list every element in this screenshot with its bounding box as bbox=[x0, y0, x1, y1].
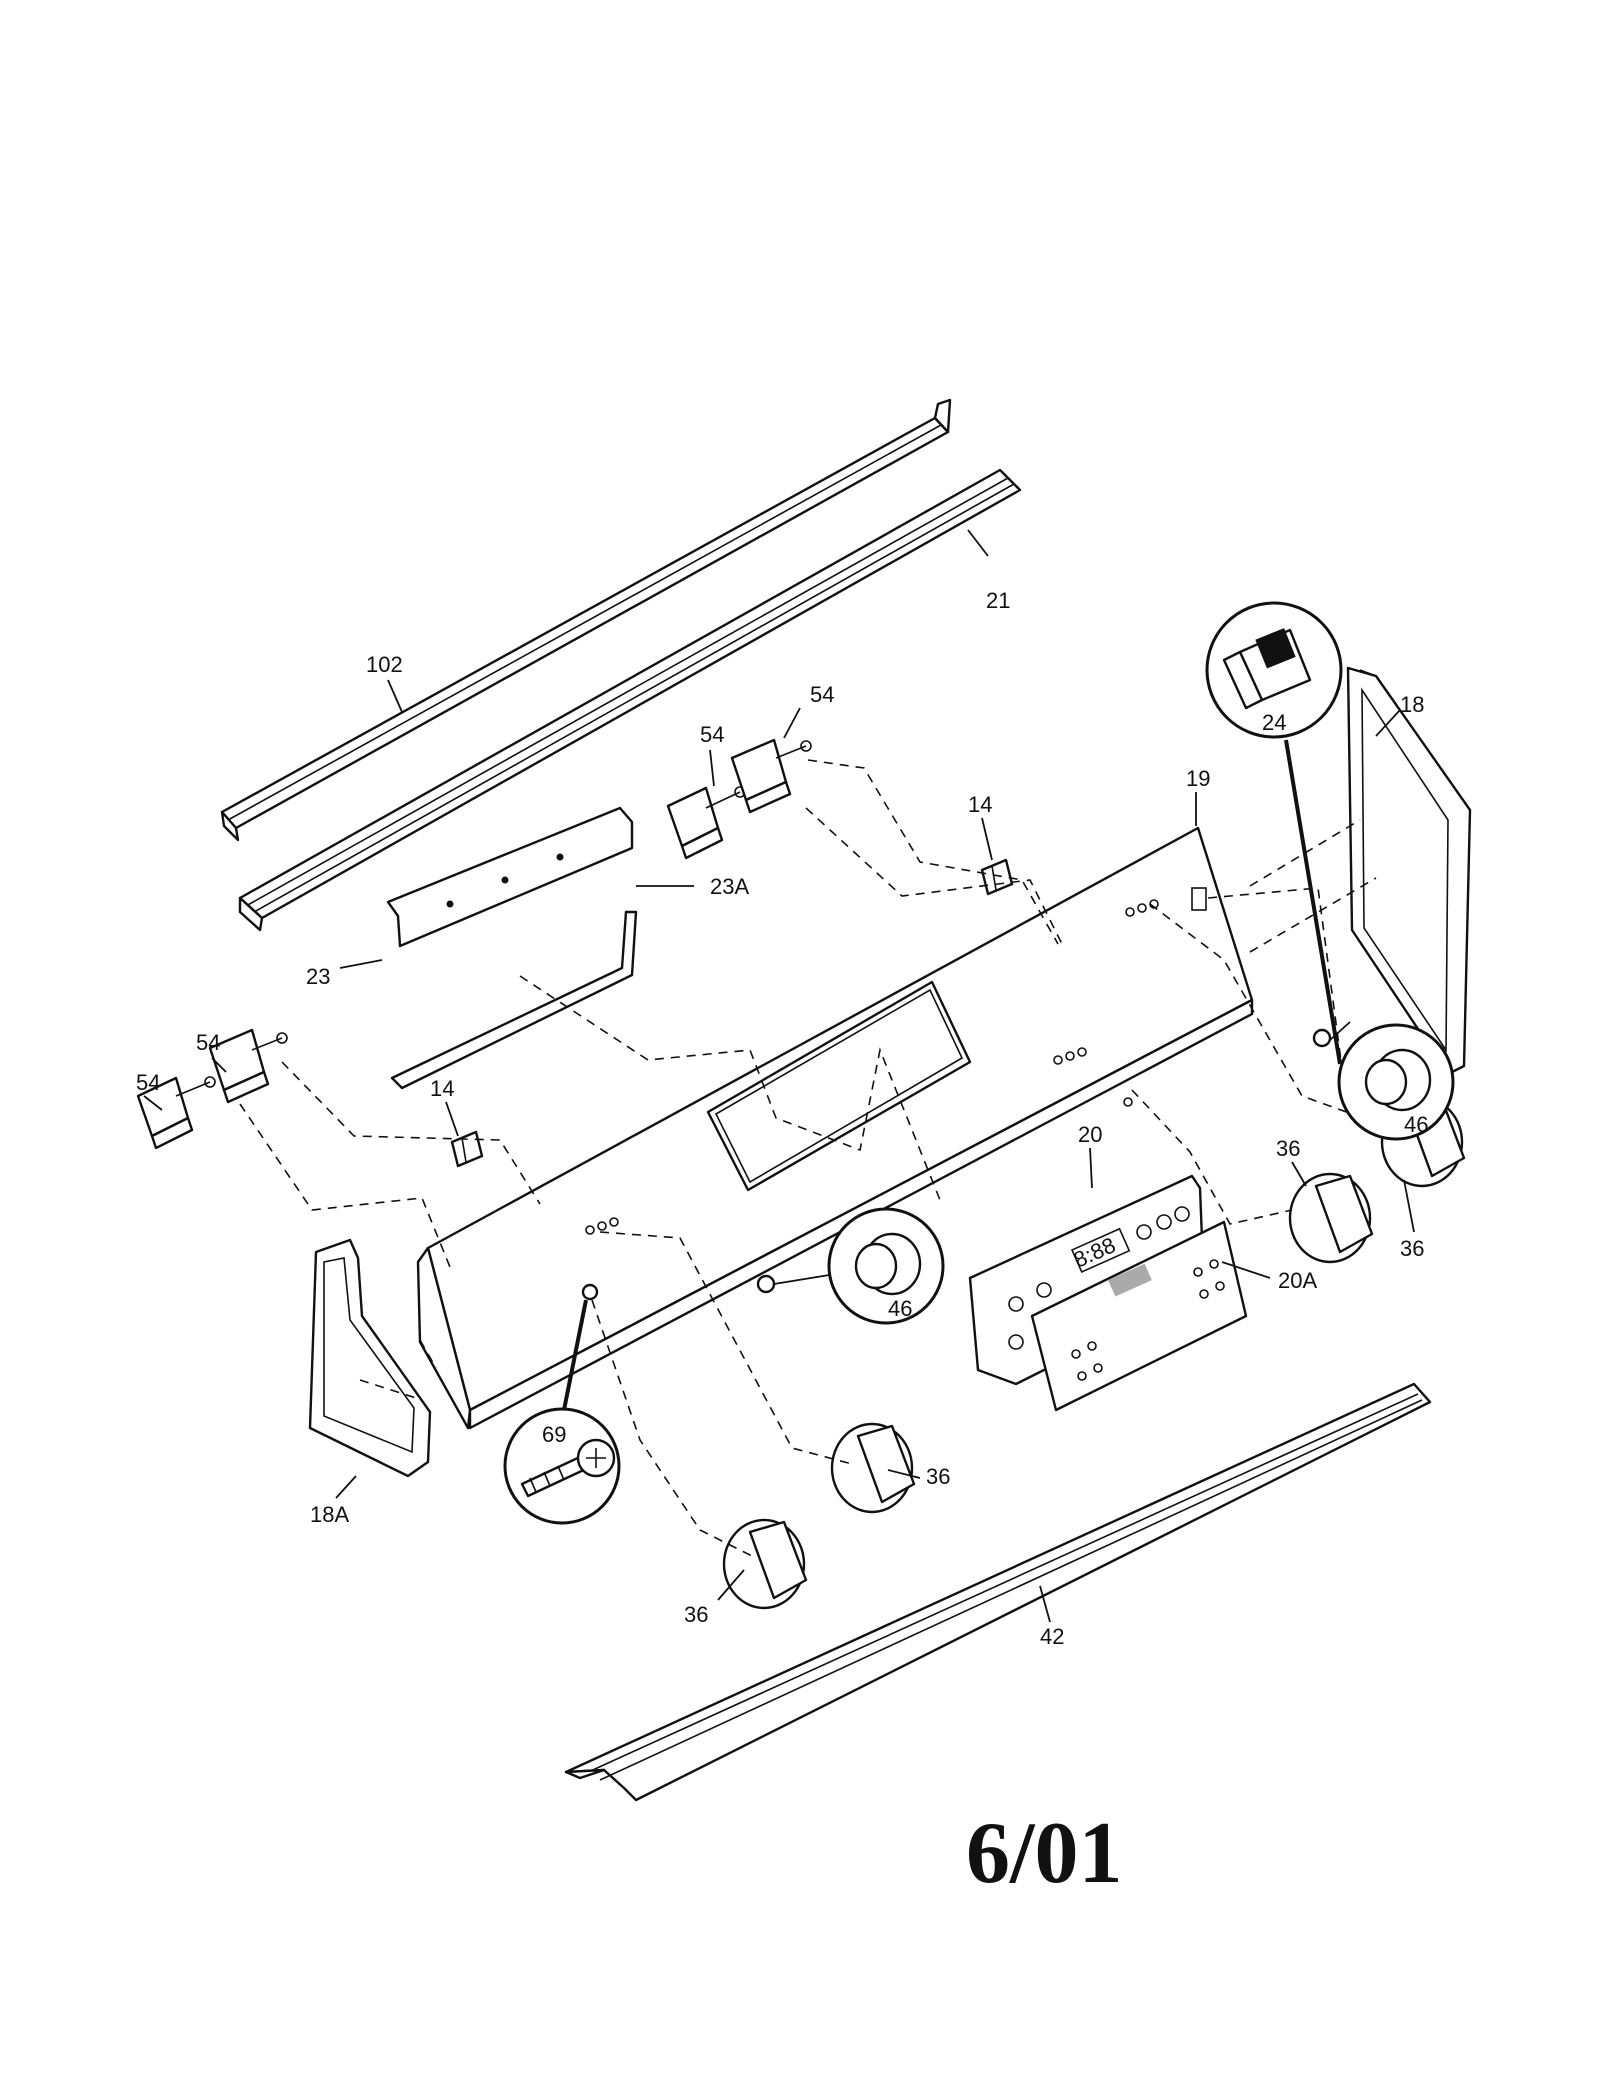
part-20A-overlay bbox=[1030, 1220, 1248, 1412]
part-42-trim bbox=[564, 1382, 1432, 1802]
part-18-end-cap-right bbox=[1346, 666, 1472, 1076]
part-14-clip-upper bbox=[980, 858, 1014, 896]
label-36-b: 36 bbox=[1400, 1236, 1424, 1261]
label-24: 24 bbox=[1262, 710, 1286, 735]
part-21-channel bbox=[238, 468, 1022, 932]
assembly-lines bbox=[239, 759, 1403, 1557]
part-102-rail bbox=[220, 398, 952, 842]
label-54-c: 54 bbox=[196, 1030, 220, 1055]
label-36-d: 36 bbox=[684, 1602, 708, 1627]
part-36-knob-bottom bbox=[722, 1518, 808, 1610]
label-18A: 18A bbox=[310, 1502, 349, 1527]
part-46-button-stem-right bbox=[1312, 1028, 1332, 1048]
part-54-switch-lower-right bbox=[208, 1028, 288, 1104]
callout-46-right bbox=[1337, 1023, 1455, 1141]
label-36-c: 36 bbox=[926, 1464, 950, 1489]
label-54-d: 54 bbox=[136, 1070, 160, 1095]
part-54-switch-upper-left bbox=[666, 786, 746, 860]
label-69: 69 bbox=[542, 1422, 566, 1447]
part-23-bracket bbox=[386, 806, 634, 948]
label-102: 102 bbox=[366, 652, 403, 677]
part-69-screw-small bbox=[581, 1283, 599, 1301]
part-46-button-stem-left bbox=[756, 1274, 776, 1294]
label-54-a: 54 bbox=[700, 722, 724, 747]
label-21: 21 bbox=[986, 588, 1010, 613]
label-54-b: 54 bbox=[810, 682, 834, 707]
part-36-knob-center bbox=[830, 1422, 916, 1514]
part-36-knob-right-lower bbox=[1288, 1172, 1374, 1264]
label-19: 19 bbox=[1186, 766, 1210, 791]
label-18: 18 bbox=[1400, 692, 1424, 717]
label-36-a: 36 bbox=[1276, 1136, 1300, 1161]
label-14-lower: 14 bbox=[430, 1076, 454, 1101]
label-46-left: 46 bbox=[888, 1296, 912, 1321]
callout-69 bbox=[503, 1407, 621, 1525]
label-23: 23 bbox=[306, 964, 330, 989]
part-54-switch-upper-right bbox=[730, 738, 812, 814]
date-code: 6/01 bbox=[966, 1805, 1122, 1902]
callout-46-left bbox=[827, 1207, 945, 1325]
part-20-control-board: 8:88 bbox=[968, 1174, 1206, 1386]
part-18A-end-cap-left bbox=[308, 1238, 432, 1478]
label-23A: 23A bbox=[710, 874, 749, 899]
label-20A: 20A bbox=[1278, 1268, 1317, 1293]
label-20: 20 bbox=[1078, 1122, 1102, 1147]
part-23A-strip bbox=[390, 910, 638, 1090]
leader-lines bbox=[143, 529, 1415, 1623]
callout-24 bbox=[1205, 601, 1343, 739]
label-42: 42 bbox=[1040, 1624, 1064, 1649]
label-14-upper: 14 bbox=[968, 792, 992, 817]
part-54-switch-lower-left bbox=[136, 1076, 216, 1150]
part-14-clip-lower bbox=[450, 1130, 484, 1168]
label-46-right: 46 bbox=[1404, 1112, 1428, 1137]
